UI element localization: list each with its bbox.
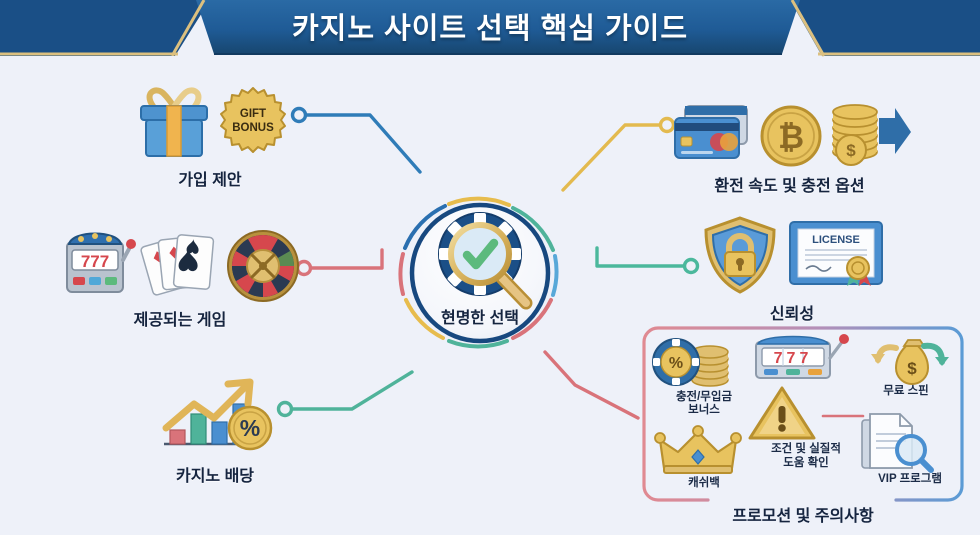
connector-games-offered bbox=[295, 248, 384, 277]
svg-text:%: % bbox=[669, 355, 683, 372]
promo-label-vip-program: VIP 프로그램 bbox=[878, 473, 942, 485]
license-certificate-icon: LICENSE bbox=[789, 221, 883, 286]
slot-reel-text: 777 bbox=[774, 350, 813, 367]
slot-machine-icon: 777 bbox=[66, 232, 136, 293]
connector-trustworthiness bbox=[595, 246, 700, 275]
connector-casino-payout bbox=[276, 370, 414, 418]
promo-item-slot-777[interactable]: 777 bbox=[750, 330, 856, 384]
node-icons-games-offered: 777 bbox=[50, 222, 310, 302]
badge-line1: GIFT bbox=[240, 108, 266, 120]
connector-endpoint-dot bbox=[290, 106, 308, 124]
promo-group-box[interactable]: % 충전/무입금 보너스 캐쉬백 bbox=[638, 322, 968, 525]
promo-item-free-spins[interactable]: $ 무료 스핀 bbox=[854, 332, 958, 398]
node-games-offered[interactable]: 777 bbox=[50, 222, 310, 330]
promo-item-vip-program[interactable]: VIP 프로그램 bbox=[856, 410, 964, 486]
growth-chart-icon: % bbox=[162, 378, 273, 451]
promo-label-deposit-bonus-2: 보너스 bbox=[688, 404, 720, 417]
roulette-wheel-icon bbox=[227, 230, 299, 302]
shield-lock-icon bbox=[704, 216, 776, 294]
page-title: 카지노 사이트 선택 핵심 가이드 bbox=[291, 13, 689, 45]
promo-label-free-spins: 무료 스핀 bbox=[883, 385, 929, 397]
promo-group-title: 프로모션 및 주의사항 bbox=[732, 508, 874, 525]
promo-label-deposit-bonus-1: 충전/무입금 bbox=[675, 391, 733, 403]
node-signup-offer[interactable]: GIFT BONUS 가입 제안 bbox=[120, 82, 300, 190]
promo-label-terms-check-1: 조건 및 실질적 bbox=[771, 443, 841, 455]
connector-endpoint-dot bbox=[276, 400, 294, 418]
promo-item-terms-check[interactable]: 조건 및 실질적 도움 확인 bbox=[746, 384, 866, 470]
hub-label: 현명한 선택 bbox=[440, 310, 520, 327]
promo-group-border bbox=[642, 326, 964, 502]
node-label-payout-speed-deposit: 환전 속도 및 충전 옵션 bbox=[714, 178, 865, 195]
title-banner: 카지노 사이트 선택 핵심 가이드 bbox=[0, 0, 980, 62]
node-icons-trustworthiness: LICENSE bbox=[692, 216, 892, 296]
chip-coins-icon: % bbox=[652, 338, 729, 387]
documents-magnifier-icon bbox=[861, 413, 934, 473]
license-text: LICENSE bbox=[812, 234, 860, 246]
promo-label-cashback: 캐쉬백 bbox=[688, 477, 720, 489]
node-label-trustworthiness: 신뢰성 bbox=[769, 306, 815, 323]
arrow-right-icon bbox=[878, 108, 911, 154]
node-payout-speed-deposit[interactable]: ₿ $ bbox=[672, 88, 911, 196]
badge-line2: BONUS bbox=[232, 122, 274, 134]
gift-bonus-badge-icon: GIFT BONUS bbox=[220, 87, 286, 153]
promo-item-cashback[interactable]: 캐쉬백 bbox=[654, 425, 754, 490]
gift-box-icon bbox=[140, 87, 208, 157]
hub-graphic bbox=[398, 196, 559, 349]
connector-payout-speed-deposit bbox=[561, 116, 676, 192]
warning-triangle-icon bbox=[748, 386, 816, 440]
crown-icon bbox=[654, 425, 742, 474]
connector-endpoint-dot bbox=[682, 257, 700, 275]
node-icons-signup-offer: GIFT BONUS bbox=[120, 82, 300, 162]
node-label-casino-payout: 카지노 배당 bbox=[175, 468, 255, 485]
promo-label-terms-check-2: 도움 확인 bbox=[783, 457, 829, 470]
svg-text:$: $ bbox=[846, 141, 856, 160]
hub-wise-choice[interactable]: 현명한 선택 bbox=[385, 190, 575, 355]
banner-shape bbox=[0, 0, 980, 62]
slot-machine-icon: 777 bbox=[755, 334, 849, 379]
connector-promo-group bbox=[543, 350, 640, 420]
node-trustworthiness[interactable]: LICENSE 신뢰성 bbox=[692, 216, 892, 324]
playing-cards-icon bbox=[140, 234, 215, 296]
percent-coin-icon: % bbox=[227, 405, 273, 451]
connector-signup-offer bbox=[290, 106, 422, 174]
money-bag-arrow-icon: $ bbox=[871, 339, 949, 385]
slot-reel-text: 777 bbox=[81, 252, 109, 271]
bitcoin-coin-icon: ₿ bbox=[760, 105, 821, 167]
node-casino-payout[interactable]: % 카지노 배당 bbox=[130, 378, 300, 486]
promo-item-deposit-nodeposit-bonus[interactable]: % 충전/무입금 보너스 bbox=[646, 334, 762, 417]
node-icons-payout-speed-deposit: ₿ $ bbox=[672, 88, 911, 168]
credit-card-icon bbox=[673, 105, 748, 159]
node-icons-casino-payout: % bbox=[130, 378, 300, 458]
coin-stack-icon: $ bbox=[831, 104, 911, 166]
svg-text:₿: ₿ bbox=[777, 119, 803, 155]
svg-text:$: $ bbox=[907, 359, 917, 378]
svg-text:%: % bbox=[240, 415, 260, 441]
node-label-games-offered: 제공되는 게임 bbox=[133, 312, 227, 329]
node-label-signup-offer: 가입 제안 bbox=[178, 172, 242, 189]
